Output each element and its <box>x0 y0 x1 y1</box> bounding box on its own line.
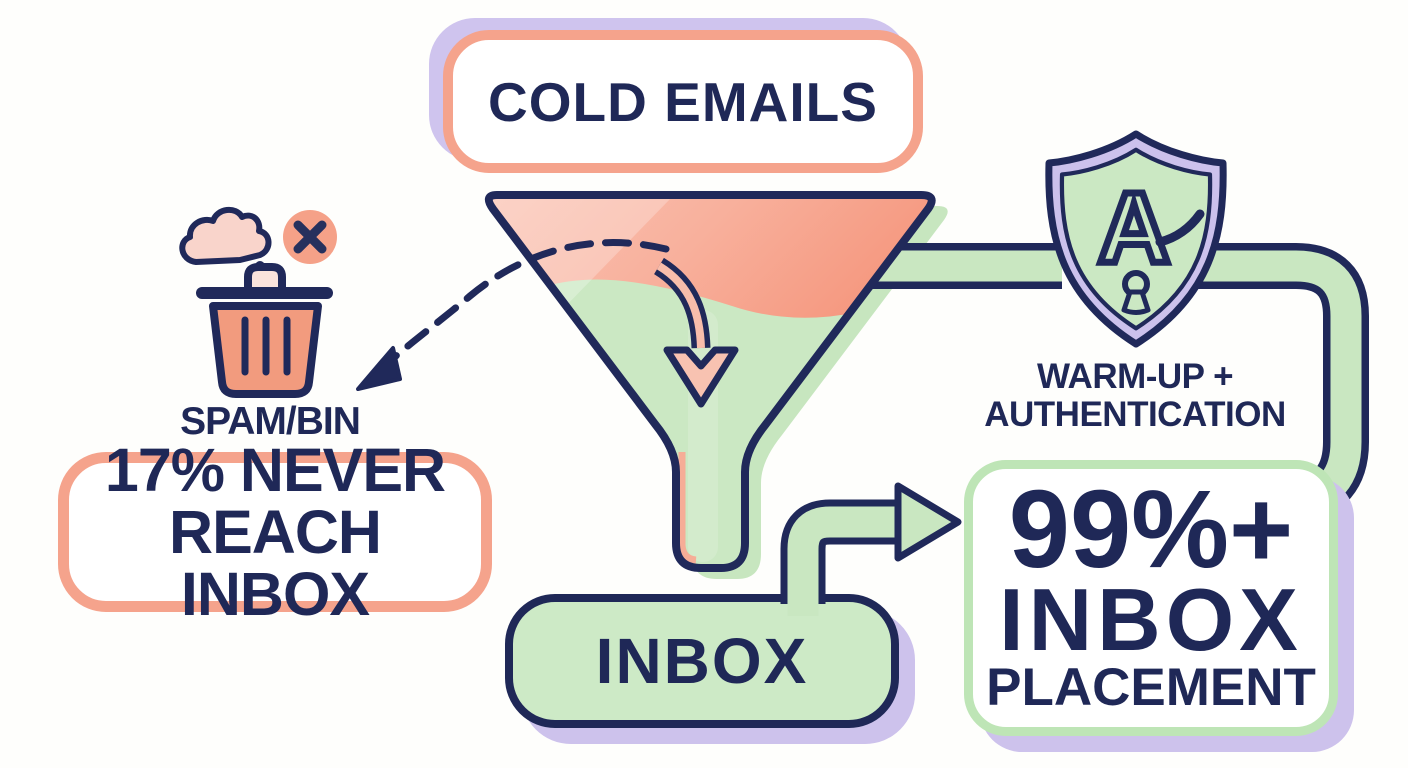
warmup-auth-line2: AUTHENTICATION <box>984 395 1286 434</box>
cold-emails-box: COLD EMAILS <box>443 30 923 173</box>
spam-cloud-icon <box>179 207 272 271</box>
keyhole-icon <box>1121 270 1151 315</box>
placement-line2: INBOX <box>999 570 1303 669</box>
trash-icon <box>196 263 333 398</box>
auth-shield-icon: A <box>1049 134 1223 344</box>
warmup-auth-label: WARM-UP + AUTHENTICATION <box>955 358 1315 434</box>
placement-stat: 99%+ <box>1008 468 1294 591</box>
shield-monogram: A <box>1098 172 1170 284</box>
funnel-down-arrow <box>653 257 739 408</box>
x-badge-icon <box>283 210 337 264</box>
funnel-icon <box>450 188 958 568</box>
cold-emails-label: COLD EMAILS <box>488 70 878 133</box>
inbox-box: INBOX <box>505 594 899 728</box>
inbox-placement-sticker: 99%+ INBOX PLACEMENT <box>964 460 1338 736</box>
spam-stat-sticker: 17% NEVER REACH INBOX <box>58 439 492 625</box>
spam-stat-line1: 17% NEVER <box>104 436 446 504</box>
monogram-swoosh <box>1155 209 1205 247</box>
dashed-arrow-to-spam <box>356 239 670 391</box>
placement-line3: PLACEMENT <box>986 658 1316 717</box>
spam-stat-line2: REACH INBOX <box>169 498 382 628</box>
warmup-auth-line1: WARM-UP + <box>1036 357 1234 396</box>
spam-bin-label: SPAM/BIN <box>180 400 361 443</box>
inbox-label: INBOX <box>595 625 809 697</box>
